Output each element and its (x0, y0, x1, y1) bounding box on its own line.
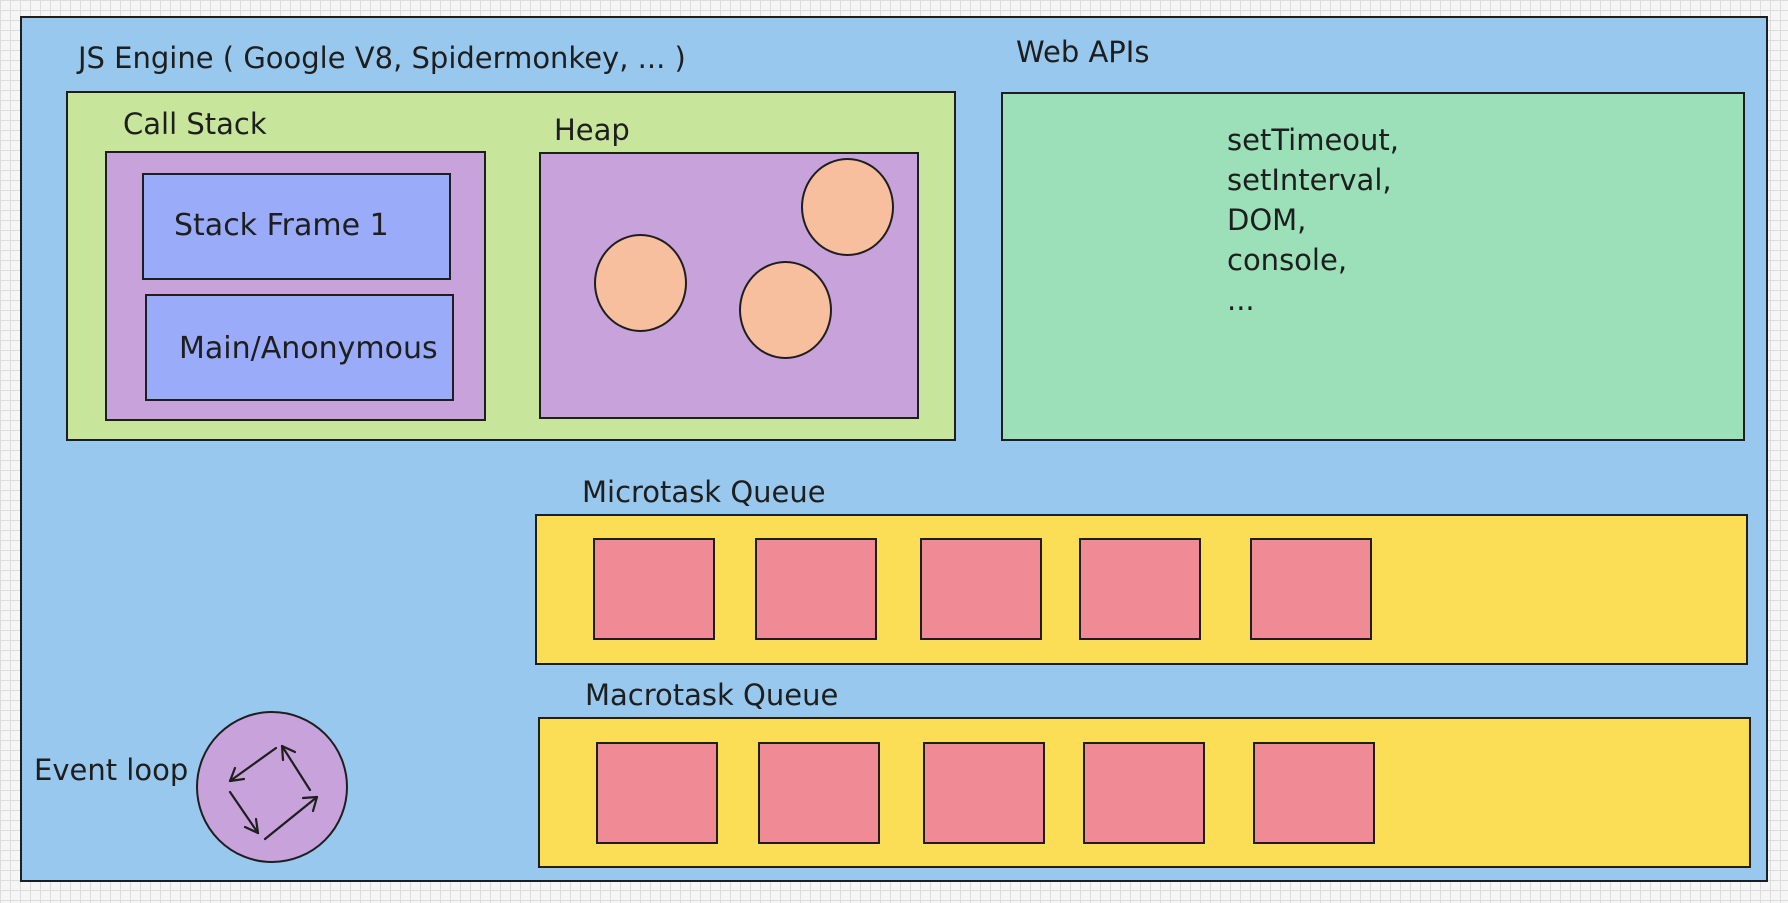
macrotask-item (758, 742, 880, 844)
macrotask-item (596, 742, 718, 844)
stack-frame-box: Stack Frame 1 (142, 173, 451, 280)
microtask-item (1250, 538, 1372, 640)
microtask-item (920, 538, 1042, 640)
macrotask-item (1083, 742, 1205, 844)
event-loop-label: Event loop (34, 753, 189, 787)
web-api-item: console, (1227, 243, 1348, 277)
web-api-item: DOM, (1227, 203, 1307, 237)
web-apis-list: setTimeout, setInterval, DOM, console, .… (1227, 120, 1399, 320)
web-api-item: ... (1227, 283, 1255, 317)
heap-label: Heap (554, 113, 630, 147)
macrotask-item (923, 742, 1045, 844)
web-api-item: setInterval, (1227, 163, 1392, 197)
microtask-queue-label: Microtask Queue (582, 475, 826, 509)
macrotask-item (1253, 742, 1375, 844)
microtask-item (755, 538, 877, 640)
microtask-item (1079, 538, 1201, 640)
stack-frame-label: Main/Anonymous (179, 331, 438, 366)
call-stack-label: Call Stack (123, 107, 267, 141)
web-apis-label: Web APIs (1016, 35, 1150, 69)
js-engine-label: JS Engine ( Google V8, Spidermonkey, ...… (78, 41, 686, 75)
heap-object-icon (801, 158, 894, 256)
web-api-item: setTimeout, (1227, 123, 1400, 157)
heap-object-icon (594, 234, 687, 332)
stack-frame-label: Stack Frame 1 (174, 208, 389, 243)
heap-object-icon (739, 261, 832, 359)
web-apis-container (1001, 92, 1745, 441)
cycle-arrows-icon (228, 744, 319, 841)
stack-frame-box: Main/Anonymous (145, 294, 454, 401)
event-loop-circle (196, 711, 348, 863)
macrotask-queue-label: Macrotask Queue (585, 678, 839, 712)
microtask-item (593, 538, 715, 640)
